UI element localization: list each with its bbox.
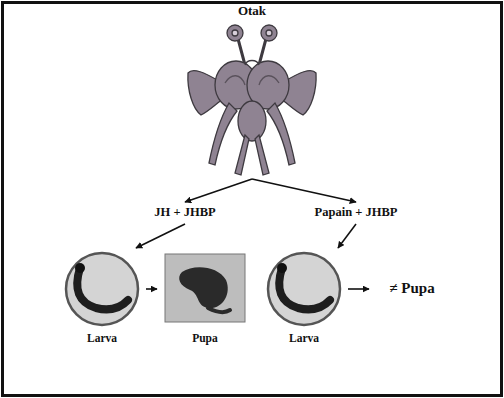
arrow-connector bbox=[348, 288, 369, 290]
pupa-node: Pupa bbox=[160, 250, 250, 348]
treatment-label: JH + JHBP bbox=[135, 204, 235, 222]
larva-node: Larva bbox=[60, 250, 144, 348]
node-text: Otak bbox=[185, 3, 319, 19]
arrow-connector bbox=[146, 288, 157, 290]
larva-photo-shape bbox=[66, 253, 138, 325]
larva-photo bbox=[60, 250, 144, 328]
node-text: JH + JHBP bbox=[135, 204, 235, 220]
brain-node: Otak bbox=[185, 3, 319, 181]
treatment-label: Papain + JHBP bbox=[296, 204, 416, 222]
result-label: ≠ Pupa bbox=[372, 280, 452, 302]
larva-photo-shape bbox=[268, 253, 340, 325]
node-text: Larva bbox=[60, 330, 144, 346]
node-text: Papain + JHBP bbox=[296, 204, 416, 220]
arrow-connector bbox=[185, 179, 252, 202]
arrow-connector bbox=[252, 179, 356, 202]
pupa-photo bbox=[160, 250, 250, 328]
arrow-connector bbox=[338, 224, 356, 248]
brain-shape bbox=[188, 25, 316, 175]
larva-photo bbox=[262, 250, 346, 328]
arrow-connector bbox=[136, 224, 185, 248]
node-text: Pupa bbox=[160, 330, 250, 346]
pupa-photo-shape bbox=[165, 254, 245, 322]
node-text: Larva bbox=[262, 330, 346, 346]
brain-illustration bbox=[185, 3, 319, 181]
node-text: ≠ Pupa bbox=[372, 280, 452, 296]
larva-node: Larva bbox=[262, 250, 346, 348]
